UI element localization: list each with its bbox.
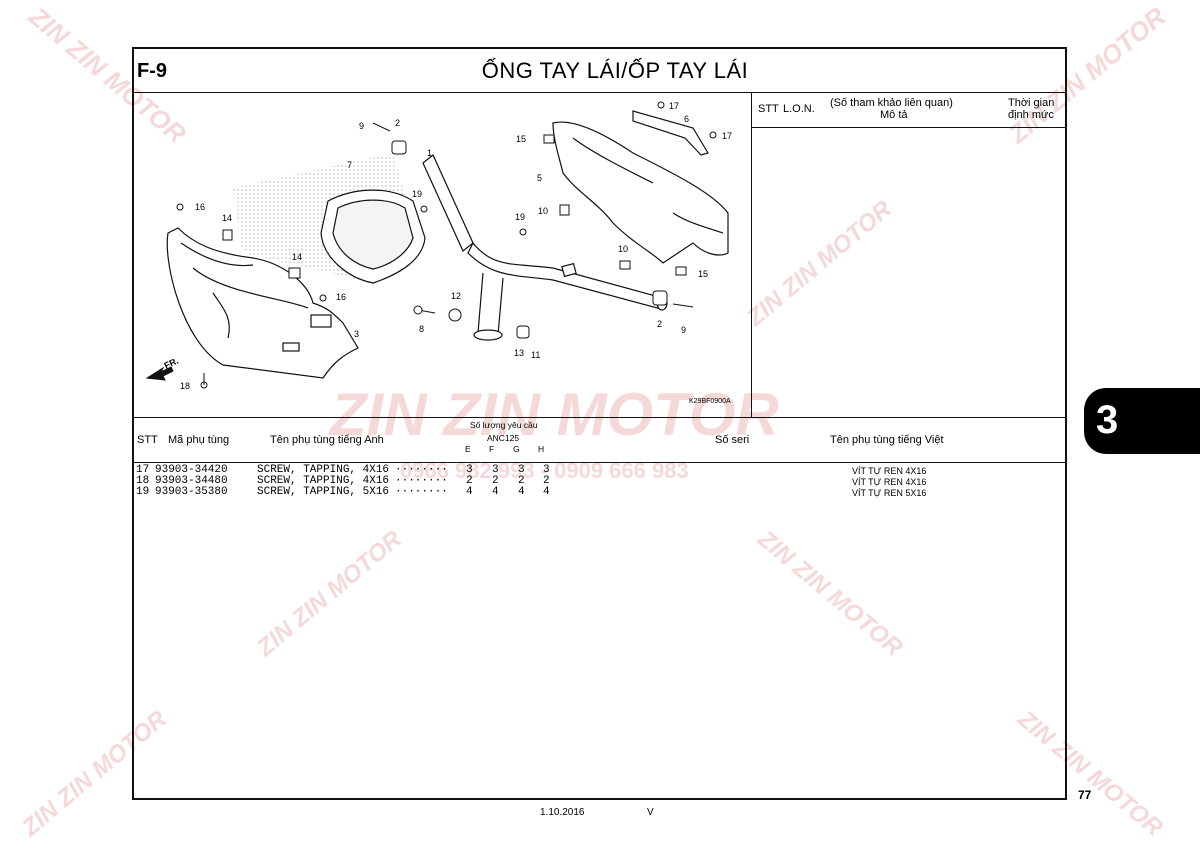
callout-10b: 10	[618, 244, 628, 254]
col-f-header: F	[489, 444, 495, 454]
section-code: F-9	[137, 60, 167, 82]
row-qty-h: 3	[543, 464, 550, 476]
footer-date: 1.10.2016	[540, 807, 585, 818]
side-stt-label: STT	[758, 103, 779, 115]
row-name-vi: VÍT TỰ REN 4X16	[852, 477, 927, 487]
callout-11: 11	[531, 350, 540, 360]
row-stt: 18	[136, 475, 150, 487]
row-name-vi: VÍT TỰ REN 5X16	[852, 488, 927, 498]
row-qty-g: 2	[518, 475, 525, 487]
row-qty-g: 3	[518, 464, 525, 476]
callout-3: 3	[354, 329, 359, 339]
small-hardware-parts	[176, 101, 717, 389]
col-stt-header: STT	[137, 434, 158, 446]
row-stt: 17	[136, 464, 150, 476]
callout-16b: 16	[336, 292, 346, 302]
col-e-header: E	[465, 444, 471, 454]
row-qty-h: 2	[543, 475, 550, 487]
col-qty-header: Số lượng yêu cầu	[470, 420, 538, 430]
callout-10a: 10	[538, 206, 548, 216]
row-stt: 19	[136, 486, 150, 498]
callout-8: 8	[419, 324, 424, 334]
col-h-header: H	[538, 444, 545, 454]
callout-17b: 17	[722, 131, 732, 141]
col-name-vi-header: Tên phụ tùng tiếng Việt	[830, 434, 944, 446]
row-qty-e: 3	[466, 464, 473, 476]
callout-9a: 9	[359, 121, 364, 131]
page-title: ỐNG TAY LÁI/ỐP TAY LÁI	[481, 58, 749, 83]
callout-18: 18	[180, 381, 190, 391]
row-qty-e: 4	[466, 486, 473, 498]
callout-14a: 14	[222, 213, 232, 223]
callout-15b: 15	[698, 269, 708, 279]
row-qty-f: 2	[492, 475, 499, 487]
side-lon-label: L.O.N.	[783, 103, 815, 115]
col-g-header: G	[513, 444, 520, 454]
title-divider	[133, 92, 1066, 93]
side-header-divider	[752, 127, 1066, 128]
row-name-vi: VÍT TỰ REN 4X16	[852, 466, 927, 476]
visor-part	[320, 189, 426, 284]
callout-19a: 19	[412, 189, 422, 199]
row-part-no: 93903-34480	[155, 475, 228, 487]
row-qty-g: 4	[518, 486, 525, 498]
col-serial-header: Số seri	[715, 434, 750, 446]
row-name-en: SCREW, TAPPING, 4X16	[257, 475, 390, 487]
row-qty-f: 4	[492, 486, 499, 498]
diagram-bottom-divider	[133, 417, 1066, 418]
row-dots: ········	[395, 464, 448, 476]
row-part-no: 93903-35380	[155, 486, 228, 498]
row-part-no: 93903-34420	[155, 464, 228, 476]
front-cover-part	[166, 227, 359, 379]
diagram-code: K29BF0900A	[689, 398, 731, 405]
side-time-label-2: định mức	[1008, 109, 1054, 121]
row-qty-f: 3	[492, 464, 499, 476]
table-header-divider	[133, 462, 1066, 463]
row-name-en: SCREW, TAPPING, 5X16	[257, 486, 390, 498]
col-part-no-header: Mã phụ tùng	[168, 434, 230, 446]
callout-2a: 2	[395, 118, 400, 128]
col-model-header: ANC125	[487, 433, 520, 443]
callout-16a: 16	[195, 202, 205, 212]
callout-12: 12	[451, 291, 461, 301]
callout-1: 1	[427, 148, 432, 158]
callout-14b: 14	[292, 252, 302, 262]
callout-19b: 19	[515, 212, 525, 222]
row-dots: ········	[395, 486, 448, 498]
side-ref-label: (Số tham khảo liên quan)	[830, 97, 953, 109]
fr-label: FR.	[163, 356, 180, 371]
exploded-parts-diagram: FR. 1 2 2 3 5 6 7 8 9 9 10 10 11 12 13 1…	[145, 101, 732, 405]
callout-13: 13	[514, 348, 524, 358]
callout-5: 5	[537, 173, 542, 183]
section-tab: 3	[1084, 388, 1200, 454]
callout-2b: 2	[657, 319, 662, 329]
callout-15a: 15	[516, 134, 526, 144]
callout-9b: 9	[681, 325, 686, 335]
upper-cover-part	[632, 110, 709, 156]
rear-cover-part	[552, 121, 729, 264]
front-direction-arrow	[145, 366, 174, 381]
callout-6: 6	[684, 114, 689, 124]
section-tab-number: 3	[1096, 398, 1119, 442]
side-panel-divider	[751, 93, 752, 417]
row-dots: ········	[395, 475, 448, 487]
page-frame	[132, 47, 1067, 800]
row-qty-h: 4	[543, 486, 550, 498]
col-name-en-header: Tên phụ tùng tiếng Anh	[270, 434, 384, 446]
side-time-label-1: Thời gian	[1008, 97, 1055, 109]
handlebar-pipe-part	[422, 154, 668, 341]
callout-7: 7	[347, 160, 352, 170]
footer-version: V	[647, 807, 654, 818]
side-desc-label: Mô tả	[880, 109, 908, 121]
page-number: 77	[1078, 788, 1092, 802]
row-qty-e: 2	[466, 475, 473, 487]
callout-17a: 17	[669, 101, 679, 111]
row-name-en: SCREW, TAPPING, 4X16	[257, 464, 390, 476]
